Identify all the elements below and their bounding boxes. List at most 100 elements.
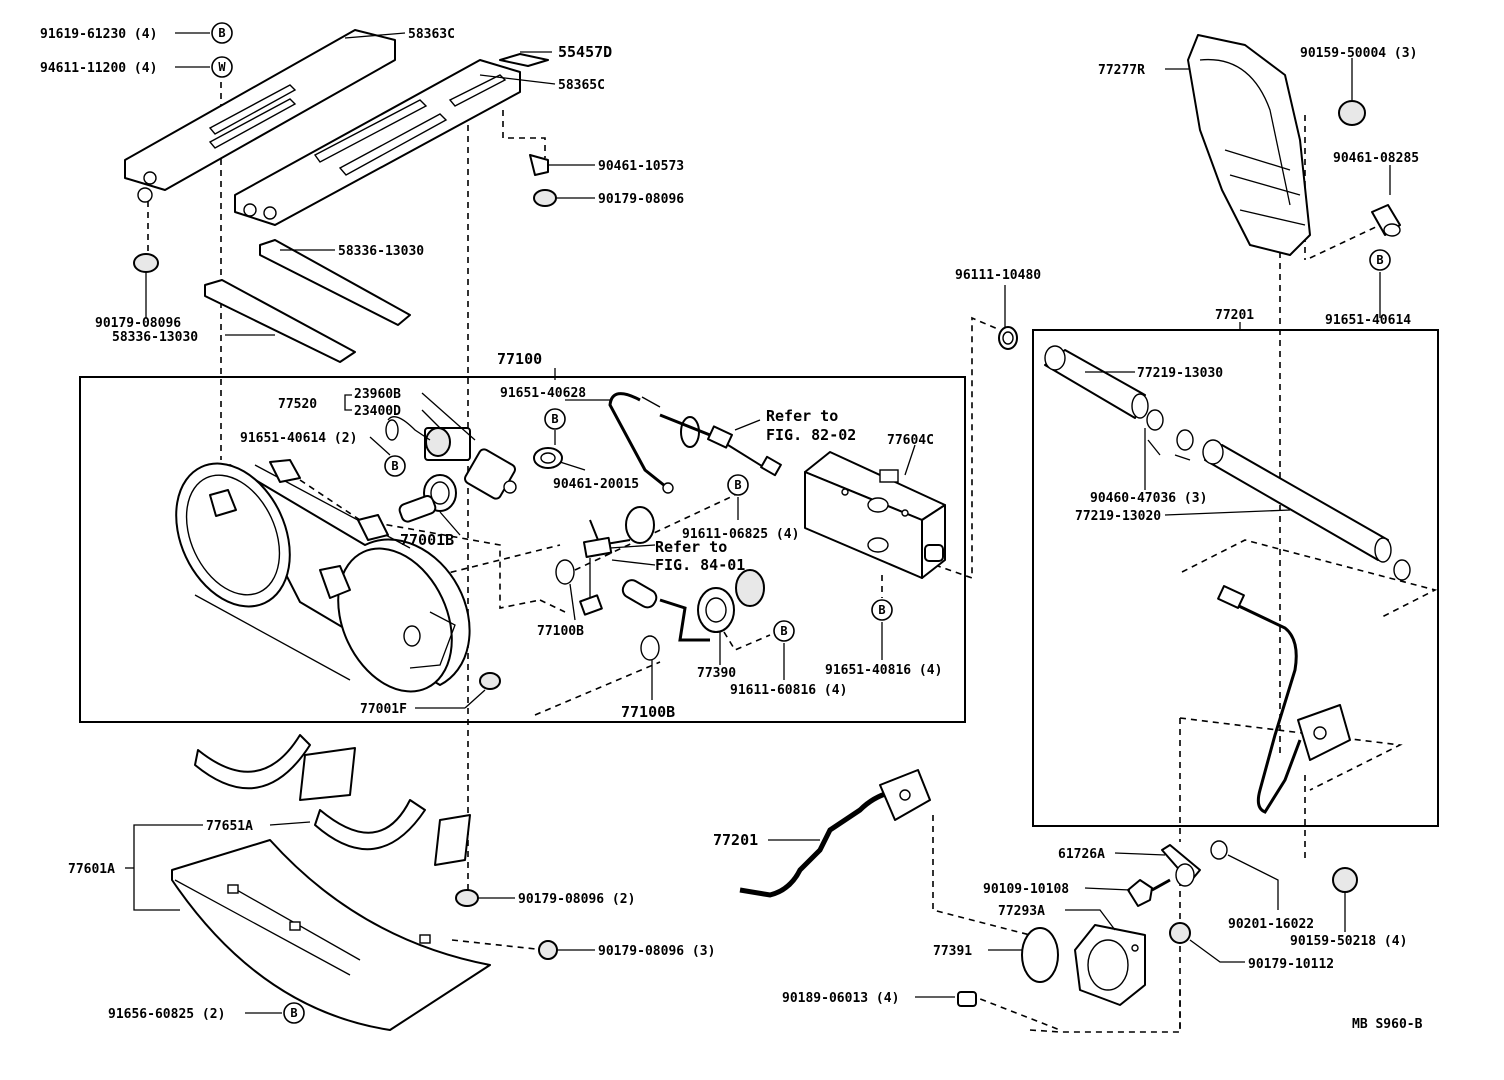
ring-77391 xyxy=(1021,927,1059,983)
label-90109-10108: 90109-10108 xyxy=(983,882,1069,897)
marker-bolt-icon: B xyxy=(773,620,795,642)
label-77604c: 77604C xyxy=(887,433,934,448)
label-90179-08096-2: 90179-08096 (2) xyxy=(518,892,635,907)
marker-bolt-icon: B xyxy=(727,474,749,496)
grommet-90179-10112 xyxy=(1169,922,1191,944)
label-90461-10573: 90461-10573 xyxy=(598,159,684,174)
marker-washer-icon: W xyxy=(211,56,233,78)
grommet-left xyxy=(133,253,159,273)
label-refer-fig-82-02-line2: FIG. 82-02 xyxy=(766,426,856,444)
svg-text:B: B xyxy=(391,459,398,473)
marker-bolt-icon: B xyxy=(1369,249,1391,271)
hose-77219-13020 xyxy=(1202,439,1392,563)
grommet-77604 xyxy=(659,413,782,477)
label-90179-08096-3: 90179-08096 (3) xyxy=(598,944,715,959)
label-58365c: 58365C xyxy=(558,78,605,93)
svg-text:B: B xyxy=(1376,253,1383,267)
gasket-90201 xyxy=(1210,840,1228,860)
label-91611-06825: 91611-06825 (4) xyxy=(682,527,799,542)
label-refer-fig-84-01-line2: FIG. 84-01 xyxy=(655,556,745,574)
label-77001f: 77001F xyxy=(360,702,407,717)
label-55457d: 55457D xyxy=(558,43,612,61)
fuel-outlet xyxy=(579,506,655,616)
part-labels: 91619-61230 (4) 94611-11200 (4) 58363C 5… xyxy=(40,27,1423,1032)
label-94611-11200: 94611-11200 (4) xyxy=(40,61,157,76)
label-77651a: 77651A xyxy=(206,819,253,834)
label-77219-13030: 77219-13030 xyxy=(1137,366,1223,381)
label-77390: 77390 xyxy=(697,666,736,681)
grommet-lower-2 xyxy=(455,889,479,907)
fuel-tank-assembly-box xyxy=(79,376,966,723)
bracket-61726a xyxy=(1161,844,1201,887)
stay-58336-lower xyxy=(204,279,356,363)
cover-77601a xyxy=(171,839,491,1031)
svg-text:B: B xyxy=(551,412,558,426)
label-90179-08096-left: 90179-08096 xyxy=(95,316,181,331)
grommet-lower-3 xyxy=(538,940,558,960)
label-91651-40614-2: 91651-40614 (2) xyxy=(240,431,357,446)
label-91656-60825: 91656-60825 (2) xyxy=(108,1007,225,1022)
label-90189-06013: 90189-06013 (4) xyxy=(782,991,899,1006)
svg-text:B: B xyxy=(218,26,225,40)
fuel-tank xyxy=(175,459,471,693)
label-90159-50004: 90159-50004 (3) xyxy=(1300,46,1417,61)
label-91611-60816: 91611-60816 (4) xyxy=(730,683,847,698)
clamp-90461-20015 xyxy=(533,447,563,469)
protector-77277r xyxy=(1187,34,1311,256)
label-90460-47036: 90460-47036 (3) xyxy=(1090,491,1207,506)
label-90461-08285: 90461-08285 xyxy=(1333,151,1419,166)
filter-77001b xyxy=(398,474,457,523)
tube-assembly-box xyxy=(1032,329,1439,827)
label-77219-13020: 77219-13020 xyxy=(1075,509,1161,524)
label-90201-16022: 90201-16022 xyxy=(1228,917,1314,932)
pipe-77201-inner xyxy=(1217,585,1351,814)
svg-text:B: B xyxy=(780,624,787,638)
upper-bracket-58365c xyxy=(234,59,521,226)
svg-text:W: W xyxy=(218,60,226,74)
label-61726a: 61726A xyxy=(1058,847,1105,862)
label-23960b: 23960B xyxy=(354,387,401,402)
label-23400d: 23400D xyxy=(354,404,401,419)
flange-77293a xyxy=(1074,924,1146,1006)
svg-text:B: B xyxy=(290,1006,297,1020)
label-91651-40816: 91651-40816 (4) xyxy=(825,663,942,678)
gasket-77100b-lower xyxy=(640,635,660,661)
label-77100b-a: 77100B xyxy=(537,624,584,639)
pipe-77201-outer xyxy=(739,769,931,898)
label-77601a: 77601A xyxy=(68,862,115,877)
label-77001b: 77001B xyxy=(400,531,454,549)
label-90159-50218: 90159-50218 (4) xyxy=(1290,934,1407,949)
clamps-90460 xyxy=(1146,409,1411,581)
label-77391: 77391 xyxy=(933,944,972,959)
label-58336-13030-a: 58336-13030 xyxy=(338,244,424,259)
label-96111-10480: 96111-10480 xyxy=(955,268,1041,283)
fuel-line-77601 xyxy=(608,392,674,494)
label-90461-20015: 90461-20015 xyxy=(553,477,639,492)
label-refer-fig-82-02-line1: Refer to xyxy=(766,407,838,425)
hose-77219-13030 xyxy=(1044,345,1149,419)
label-91619-61230: 91619-61230 (4) xyxy=(40,27,157,42)
clamp-96111 xyxy=(998,326,1018,350)
label-91651-40614: 91651-40614 xyxy=(1325,313,1411,328)
upper-bracket-58363c xyxy=(124,29,396,203)
gauge-77390 xyxy=(621,569,765,642)
label-90179-10112: 90179-10112 xyxy=(1248,957,1334,972)
stay-58336-upper xyxy=(259,239,411,326)
label-58336-13030-b: 58336-13030 xyxy=(112,330,198,345)
label-77201-pipe: 77201 xyxy=(713,831,758,849)
marker-bolt-icon: B xyxy=(211,22,233,44)
label-77100b-b: 77100B xyxy=(621,703,675,721)
grommet-90159-50004 xyxy=(1338,100,1366,126)
marker-bolt-icon: B xyxy=(871,599,893,621)
dashed-connectors xyxy=(147,82,1438,1033)
label-77201-box: 77201 xyxy=(1215,308,1254,323)
clip-90461-10573 xyxy=(529,154,549,176)
label-77100: 77100 xyxy=(497,350,542,368)
label-91651-40628: 91651-40628 xyxy=(500,386,586,401)
svg-text:B: B xyxy=(734,478,741,492)
bolt-90189 xyxy=(957,991,977,1007)
pad-55457d xyxy=(499,53,549,67)
svg-text:B: B xyxy=(878,603,885,617)
label-77520: 77520 xyxy=(278,397,317,412)
